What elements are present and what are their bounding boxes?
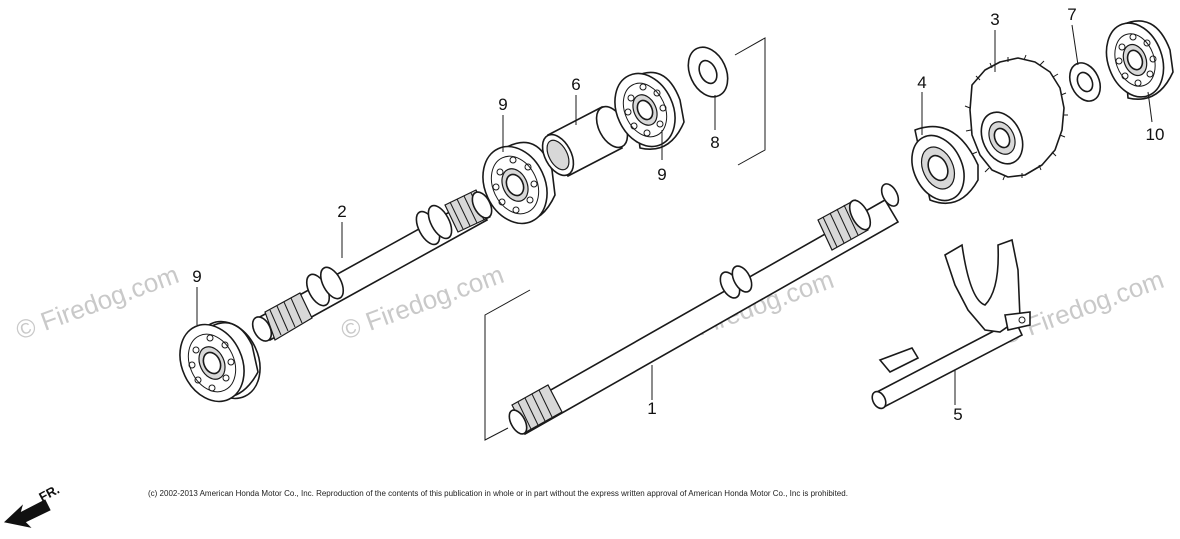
callout-8: 8 [710,133,719,152]
callout-9-middle: 9 [498,95,507,114]
gear-4 [911,125,979,205]
callout-3: 3 [990,10,999,29]
countershaft-2 [251,189,493,342]
callout-5: 5 [953,405,962,424]
front-label: FR. [36,482,62,505]
watermark-right: © Firedog.com [997,264,1168,351]
callout-2: 2 [337,202,346,221]
callout-4: 4 [917,73,926,92]
bearing-10 [1105,20,1174,100]
callout-9-left: 9 [192,267,201,286]
mainshaft-1 [508,183,900,436]
leader-line-7 [1071,24,1079,66]
callout-7: 7 [1067,5,1076,24]
watermark-left: © Firedog.com [12,259,183,346]
bearing-9-left [179,320,261,403]
callout-6: 6 [571,75,580,94]
gear-3 [964,54,1068,181]
bearing-9-middle [482,141,556,225]
callout-1: 1 [647,399,656,418]
leader-line-10 [1147,91,1153,123]
callout-10: 10 [1146,125,1165,144]
callout-9-upper: 9 [657,165,666,184]
washer-7 [1068,62,1102,102]
front-arrow-icon [3,499,51,528]
washer-8 [687,46,729,98]
bracket-upper [734,37,766,166]
bearing-9-upper [614,71,685,150]
leader-lines [196,24,1153,405]
shift-fork-5 [871,238,1031,410]
callout-labels: 1 2 3 4 5 6 7 8 9 9 9 10 [192,5,1164,424]
bracket-lower [484,289,531,441]
copyright-notice: (c) 2002-2013 American Honda Motor Co., … [148,489,848,498]
front-direction-indicator: FR. [3,482,62,528]
